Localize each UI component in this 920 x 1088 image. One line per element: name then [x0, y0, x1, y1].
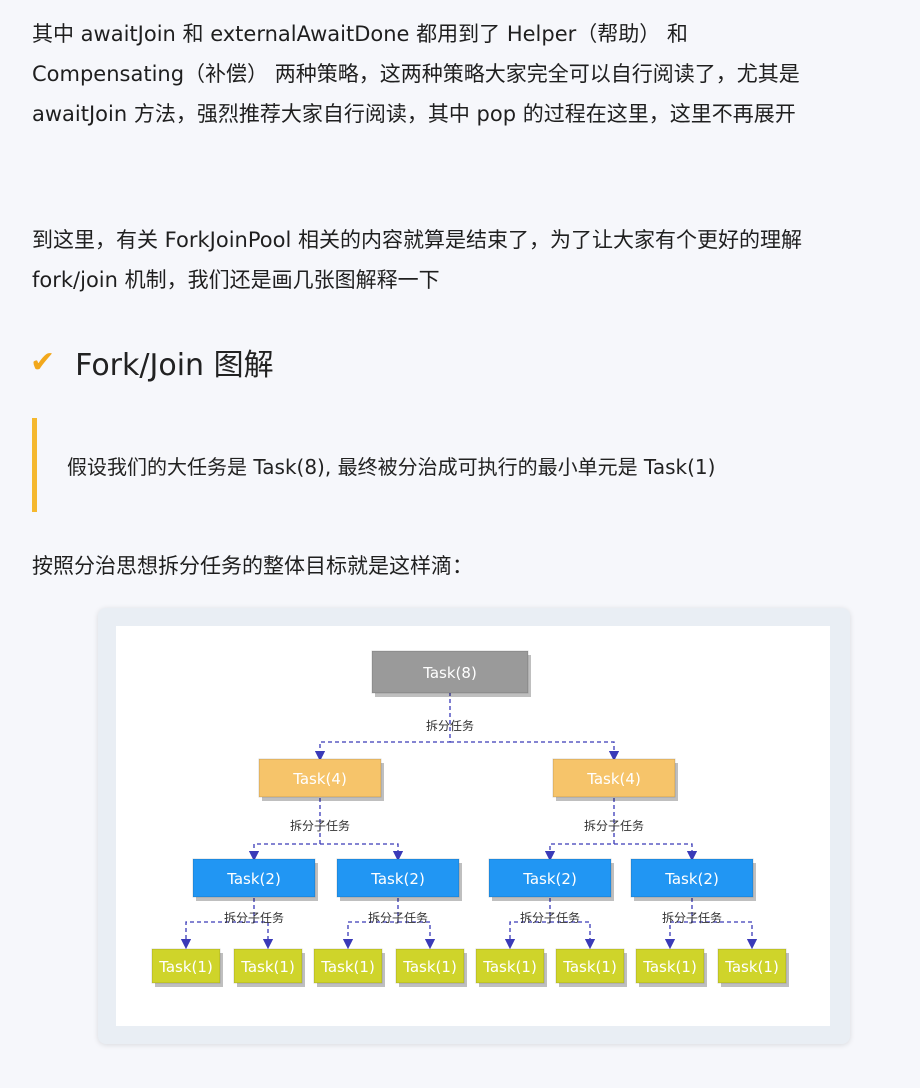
node-level1-1: Task(4) — [552, 758, 678, 801]
edge-root-left — [314, 692, 451, 762]
paragraph-2: 到这里，有关 ForkJoinPool 相关的内容就算是结束了，为了让大家有个更… — [32, 220, 902, 300]
node-level3-7-label: Task(1) — [724, 958, 779, 976]
task-tree-diagram: 拆分任务拆分子任务拆分子任务拆分子任务拆分子任务拆分子任务拆分子任务 Task(… — [151, 650, 789, 987]
paragraph-1-line-3: awaitJoin 方法，强烈推荐大家自行阅读，其中 pop 的过程在这里，这里… — [32, 102, 796, 126]
node-level3-1-label: Task(1) — [240, 958, 295, 976]
node-root: Task(8) — [371, 650, 531, 697]
node-level2-0-label: Task(2) — [226, 870, 281, 888]
edge-l2-1-right — [398, 921, 436, 950]
paragraph-1-line-1: 其中 awaitJoin 和 externalAwaitDone 都用到了 He… — [32, 22, 688, 46]
paragraph-2-line-2: fork/join 机制，我们还是画几张图解释一下 — [32, 268, 440, 292]
edge-l2-3-left — [664, 898, 693, 950]
node-level3-0: Task(1) — [151, 948, 223, 987]
node-level2-3-label: Task(2) — [664, 870, 719, 888]
node-level2-0: Task(2) — [192, 858, 318, 901]
intro-text-content: 按照分治思想拆分任务的整体目标就是这样滴： — [32, 554, 473, 578]
node-level2-2-label: Task(2) — [522, 870, 577, 888]
check-icon: ✔ — [30, 344, 56, 380]
edge-label-l2-2: 拆分子任务 — [520, 910, 580, 925]
section-heading: ✔ Fork/Join 图解 — [30, 340, 274, 384]
edge-l1-1-right — [614, 843, 698, 862]
node-level2-3: Task(2) — [630, 858, 756, 901]
node-level1-0-label: Task(4) — [292, 770, 347, 788]
fork-join-diagram-figure: 拆分任务拆分子任务拆分子任务拆分子任务拆分子任务拆分子任务拆分子任务 Task(… — [98, 608, 850, 1044]
edge-l2-0-left — [180, 898, 255, 950]
node-level3-6: Task(1) — [635, 948, 707, 987]
intro-text: 按照分治思想拆分任务的整体目标就是这样滴： — [32, 546, 902, 586]
edge-l1-0-left — [248, 798, 321, 862]
section-heading-text: Fork/Join 图解 — [75, 348, 274, 383]
node-level2-1: Task(2) — [336, 858, 462, 901]
edge-l2-0-right — [254, 921, 274, 950]
edge-label-root: 拆分任务 — [426, 718, 474, 733]
node-level3-5: Task(1) — [555, 948, 627, 987]
blockquote-text: 假设我们的大任务是 Task(8), 最终被分治成可执行的最小单元是 Task(… — [67, 454, 716, 479]
edge-label-l2-1: 拆分子任务 — [368, 910, 428, 925]
edge-l2-1-left — [342, 898, 399, 950]
node-level3-3-label: Task(1) — [402, 958, 457, 976]
node-level3-0-label: Task(1) — [158, 958, 213, 976]
edge-label-l1-1: 拆分子任务 — [584, 818, 644, 833]
node-level1-0: Task(4) — [258, 758, 384, 801]
node-level3-5-label: Task(1) — [562, 958, 617, 976]
edge-l1-1-left — [544, 798, 615, 862]
paragraph-1-line-2: Compensating（补偿） 两种策略，这两种策略大家完全可以自行阅读了，尤… — [32, 62, 800, 86]
edge-label-l2-3: 拆分子任务 — [662, 910, 722, 925]
diagram-canvas: 拆分任务拆分子任务拆分子任务拆分子任务拆分子任务拆分子任务拆分子任务 Task(… — [116, 626, 830, 1026]
edge-l2-2-left — [504, 898, 551, 950]
edge-l2-2-right — [550, 921, 596, 950]
node-level1-1-label: Task(4) — [586, 770, 641, 788]
edge-l2-3-right — [692, 921, 758, 950]
edge-label-l2-0: 拆分子任务 — [224, 910, 284, 925]
node-level3-7: Task(1) — [717, 948, 789, 987]
node-level3-4: Task(1) — [475, 948, 547, 987]
paragraph-1: 其中 awaitJoin 和 externalAwaitDone 都用到了 He… — [32, 14, 902, 134]
edge-l1-0-right — [320, 843, 404, 862]
paragraph-2-line-1: 到这里，有关 ForkJoinPool 相关的内容就算是结束了，为了让大家有个更… — [32, 228, 802, 252]
node-root-label: Task(8) — [422, 664, 477, 682]
blockquote: 假设我们的大任务是 Task(8), 最终被分治成可执行的最小单元是 Task(… — [32, 418, 892, 512]
node-level2-2: Task(2) — [488, 858, 614, 901]
node-level3-1: Task(1) — [233, 948, 305, 987]
node-level3-3: Task(1) — [395, 948, 467, 987]
edge-label-l1-0: 拆分子任务 — [290, 818, 350, 833]
edge-root-right — [450, 741, 620, 762]
node-level2-1-label: Task(2) — [370, 870, 425, 888]
node-level3-2-label: Task(1) — [320, 958, 375, 976]
node-level3-6-label: Task(1) — [642, 958, 697, 976]
node-level3-2: Task(1) — [313, 948, 385, 987]
node-level3-4-label: Task(1) — [482, 958, 537, 976]
